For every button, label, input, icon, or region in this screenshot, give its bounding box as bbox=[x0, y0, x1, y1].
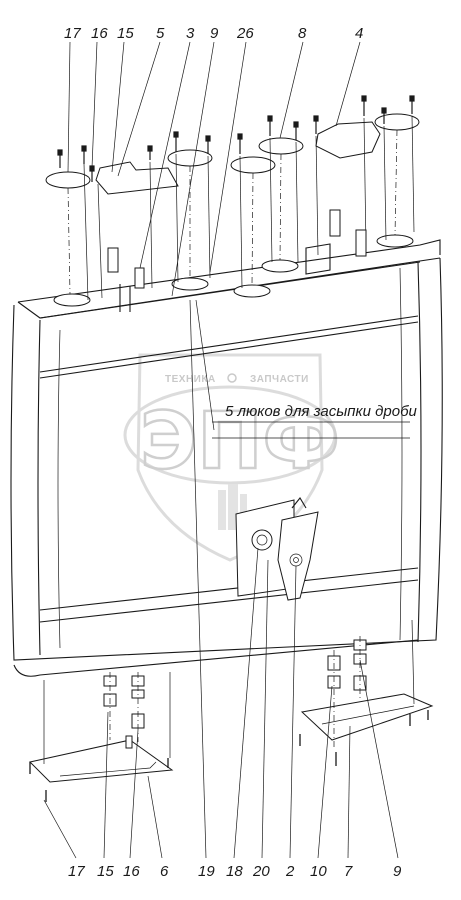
callout-top-16: 16 bbox=[91, 25, 108, 42]
callout-bottom-7: 7 bbox=[344, 863, 353, 880]
callout-bottom-19: 19 bbox=[198, 863, 215, 880]
filler-cap bbox=[251, 529, 273, 551]
bracket-6 bbox=[29, 739, 174, 783]
callout-top-26: 26 bbox=[236, 25, 254, 42]
watermark-logo: ЭПФ bbox=[140, 397, 340, 487]
bracket-7 bbox=[300, 693, 434, 741]
opening-4 bbox=[261, 259, 299, 273]
bottom-left-bracket bbox=[29, 672, 174, 802]
watermark-ring bbox=[123, 385, 337, 485]
fitting-right-2 bbox=[355, 229, 367, 257]
hatch-cover-2 bbox=[167, 149, 213, 167]
assembly-lines bbox=[83, 115, 415, 301]
leader-lines-top bbox=[67, 41, 361, 297]
callout-top-4: 4 bbox=[355, 25, 363, 42]
hatch-cover-3 bbox=[230, 156, 276, 174]
plate-5 bbox=[95, 161, 179, 195]
callouts-top: 17 16 15 5 3 9 26 8 4 bbox=[64, 25, 363, 42]
callout-top-3: 3 bbox=[186, 25, 195, 42]
lock-bracket bbox=[277, 511, 319, 601]
fitting-left bbox=[107, 247, 119, 273]
watermark-gear-icon bbox=[227, 373, 237, 383]
deck-openings bbox=[53, 234, 414, 307]
watermark-brand-left: ТЕХНИКА bbox=[165, 374, 216, 385]
callout-bottom-10: 10 bbox=[310, 863, 327, 880]
callout-bottom-20: 20 bbox=[252, 863, 270, 880]
callouts-bottom: 17 15 16 6 19 18 20 2 10 7 9 bbox=[68, 863, 402, 880]
callout-top-15: 15 bbox=[117, 25, 134, 42]
plate-4 bbox=[315, 121, 381, 159]
watermark-brand-right: ЗАПЧАСТИ bbox=[250, 374, 309, 385]
leader-lines-bottom bbox=[43, 299, 399, 859]
annotation-text: 5 люков для засыпки дроби bbox=[225, 403, 418, 420]
filler-lock-assembly bbox=[235, 497, 319, 601]
annotation: 5 люков для засыпки дроби bbox=[195, 299, 418, 439]
watermark: ТЕХНИКА ЗАПЧАСТИ ЭПФ bbox=[123, 353, 341, 562]
opening-1 bbox=[53, 293, 91, 307]
opening-2 bbox=[171, 277, 209, 291]
callout-bottom-16: 16 bbox=[123, 863, 140, 880]
fitting-3 bbox=[134, 267, 145, 289]
plates bbox=[95, 121, 381, 195]
callout-bottom-15: 15 bbox=[97, 863, 114, 880]
callout-top-8: 8 bbox=[298, 25, 307, 42]
deck-fittings bbox=[107, 209, 367, 312]
callout-top-17: 17 bbox=[64, 25, 81, 42]
callout-bottom-6: 6 bbox=[160, 863, 169, 880]
callout-bottom-17: 17 bbox=[68, 863, 85, 880]
fitting-right-1 bbox=[329, 209, 341, 237]
tank-body bbox=[10, 239, 443, 677]
bottom-right-bracket bbox=[299, 619, 434, 766]
opening-5 bbox=[376, 234, 414, 248]
callout-top-9: 9 bbox=[210, 25, 219, 42]
watermark-shield bbox=[136, 353, 324, 562]
callout-bottom-2: 2 bbox=[285, 863, 295, 880]
callout-bottom-18: 18 bbox=[226, 863, 243, 880]
callout-bottom-9: 9 bbox=[393, 863, 402, 880]
top-bolts bbox=[57, 95, 415, 182]
callout-top-5: 5 bbox=[156, 25, 165, 42]
hatch-cover-1 bbox=[45, 171, 91, 189]
opening-3 bbox=[233, 284, 271, 298]
